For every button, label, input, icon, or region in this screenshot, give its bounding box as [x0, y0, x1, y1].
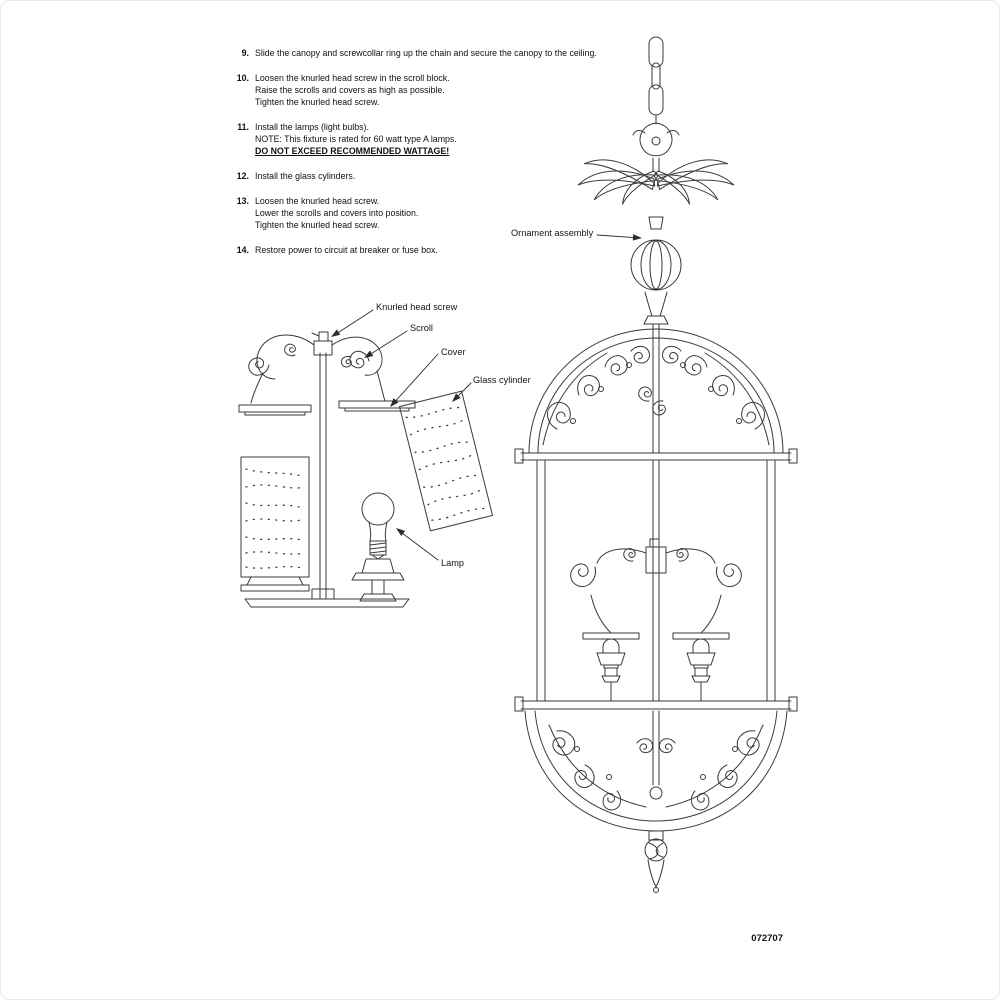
callout-glass-cylinder: Glass cylinder: [473, 375, 531, 385]
callout-lamp: Lamp: [441, 558, 464, 568]
step-number: 9.: [241, 48, 249, 58]
ball-ornament: [630, 239, 682, 291]
callout-ornament-assembly: Ornament assembly: [511, 228, 594, 238]
instruction-line: Loosen the knurled head screw in the scr…: [255, 73, 450, 83]
step-number: 14.: [236, 245, 249, 255]
instruction-line: Tighten the knurled head screw.: [255, 97, 380, 107]
instruction-step-13: 13. Loosen the knurled head screw. Lower…: [231, 195, 597, 231]
detached-glass-cylinder: [398, 390, 494, 532]
callout-cover: Cover: [441, 347, 466, 357]
instruction-line: Tighten the knurled head screw.: [255, 220, 380, 230]
bottom-bowl: [524, 710, 788, 832]
instruction-line: NOTE: This fixture is rated for 60 watt …: [255, 134, 457, 144]
leader-lines: [332, 234, 641, 561]
step-number: 10.: [236, 73, 249, 83]
instruction-step-10: 10. Loosen the knurled head screw in the…: [231, 72, 597, 108]
chandelier-illustration: [514, 36, 798, 893]
instructions-list: 9. Slide the canopy and screwcollar ring…: [231, 47, 597, 269]
right-scroll-arm: [331, 336, 386, 402]
wattage-warning: DO NOT EXCEED RECOMMENDED WATTAGE!: [255, 146, 450, 156]
leader-arrowheads: [331, 234, 642, 536]
instruction-step-14: 14. Restore power to circuit at breaker …: [231, 244, 597, 256]
instruction-line: Raise the scrolls and covers as high as …: [255, 85, 445, 95]
left-cover-plate: [238, 404, 312, 416]
step-number: 12.: [236, 171, 249, 181]
right-cover-plate: [338, 400, 416, 412]
left-scroll-arm: [245, 334, 315, 404]
small-assembly-diagram: [238, 331, 494, 608]
instruction-step-12: 12. Install the glass cylinders.: [231, 170, 597, 182]
scroll-block: [313, 340, 333, 356]
callout-scroll: Scroll: [410, 323, 433, 333]
instruction-line: Slide the canopy and screwcollar ring up…: [255, 48, 597, 58]
base-assembly: [244, 588, 410, 608]
middle-scroll-assembly: [566, 538, 745, 634]
instruction-step-9: 9. Slide the canopy and screwcollar ring…: [231, 47, 597, 59]
hanging-chain: [648, 36, 664, 125]
lamp-bulb: [351, 492, 405, 602]
step-number: 13.: [236, 196, 249, 206]
top-finial-loop: [632, 122, 680, 172]
instruction-line: Loosen the knurled head screw.: [255, 196, 380, 206]
arch-frame: [514, 328, 798, 464]
bowl-scrollwork: [547, 724, 655, 811]
arch-scrollwork: [542, 344, 652, 446]
document-number: 072707: [751, 933, 783, 944]
callout-knurled-head-screw: Knurled head screw: [376, 302, 458, 312]
instruction-line: Lower the scrolls and covers into positi…: [255, 208, 419, 218]
center-pole: [319, 352, 327, 600]
instruction-line: Install the glass cylinders.: [255, 171, 356, 181]
cage-rails: [536, 459, 776, 702]
bottom-finial: [644, 830, 668, 893]
instruction-line: Restore power to circuit at breaker or f…: [255, 245, 438, 255]
vase-cup: [643, 291, 669, 340]
step-number: 11.: [237, 122, 249, 132]
lower-band: [514, 696, 798, 712]
instruction-line: Install the lamps (light bulbs).: [255, 122, 369, 132]
candle-cups: [582, 632, 729, 702]
instruction-step-11: 11. Install the lamps (light bulbs). NOT…: [231, 121, 597, 157]
ornament-fronds: [576, 154, 735, 230]
left-glass-cylinder: [240, 456, 310, 592]
knurled-screw: [318, 331, 329, 342]
